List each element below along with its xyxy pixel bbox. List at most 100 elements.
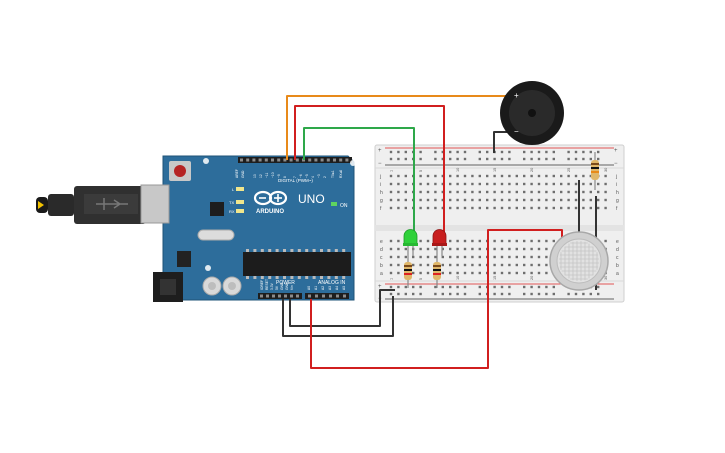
col-label-5: 5: [419, 170, 423, 172]
digital-pin-label-d5: ~5: [305, 174, 309, 178]
wire-red-led: [294, 105, 445, 238]
col-label-15-bottom: 15: [493, 276, 497, 280]
header-pin[interactable]: [289, 158, 293, 162]
buzzer-minus-label: −: [514, 127, 519, 136]
analog-pin[interactable]: [329, 294, 332, 298]
row-label-i-right: i: [616, 182, 617, 188]
row-label-d: d: [380, 247, 383, 253]
header-pin[interactable]: [295, 158, 299, 162]
wire-black-gnd-2: [289, 289, 395, 327]
resistor-2: [433, 256, 441, 288]
header-pin[interactable]: [283, 158, 287, 162]
header-pin[interactable]: [339, 158, 343, 162]
row-label-j-right: j: [615, 174, 617, 180]
col-label-30: 30: [604, 168, 608, 172]
power-pin[interactable]: [260, 294, 263, 298]
row-label-f: f: [380, 206, 382, 212]
digital-pin-label-d7: 7: [293, 176, 297, 178]
row-label-e-right: e: [616, 239, 619, 245]
digital-pin-label-aref: AREF: [235, 169, 239, 178]
header-pin[interactable]: [320, 158, 324, 162]
digital-pin-label-d10: ~10: [271, 172, 275, 178]
row-label-h-right: h: [616, 190, 619, 196]
analog-pin[interactable]: [315, 294, 318, 298]
header-pin[interactable]: [277, 158, 281, 162]
pin-label-a2: A2: [321, 286, 325, 290]
digital-pin-label-tx1: TX▸1: [331, 170, 335, 178]
rail-plus-label-top: +: [378, 148, 382, 154]
digital-pin-label-d4: 4: [311, 176, 315, 178]
row-label-j: j: [379, 174, 381, 180]
pin-label-reset: RESET: [265, 279, 269, 290]
on-label: ON: [340, 203, 348, 209]
resistor-3: [591, 152, 599, 190]
row-label-b: b: [380, 263, 383, 269]
power-pin[interactable]: [278, 294, 281, 298]
analog-header-label: ANALOG IN: [318, 280, 346, 286]
digital-pin-label-d12: 12: [259, 174, 263, 178]
col-label-15: 15: [493, 168, 497, 172]
col-label-20-bottom: 20: [530, 276, 534, 280]
row-label-c-right: c: [616, 255, 619, 261]
row-label-f-right: f: [616, 206, 618, 212]
atmega-chip: [243, 252, 351, 276]
digital-pin-label-gnd: GND: [241, 170, 245, 178]
buzzer-plus-label: +: [514, 91, 519, 100]
analog-pin[interactable]: [308, 294, 311, 298]
analog-pin[interactable]: [343, 294, 346, 298]
digital-pin-label-d13: 13: [253, 174, 257, 178]
rail-plus-label-bottom: +: [378, 284, 382, 290]
row-label-g-right: g: [616, 198, 619, 204]
power-pin[interactable]: [296, 294, 299, 298]
header-pin[interactable]: [271, 158, 274, 162]
pin-label-ioref: IOREF: [260, 280, 264, 290]
arduino-logo-text: ARDUINO: [256, 209, 284, 215]
header-pin[interactable]: [264, 158, 268, 162]
power-pin[interactable]: [284, 294, 287, 298]
rx-led-label: RX: [229, 209, 235, 214]
rail-minus-label-top-right: −: [614, 161, 618, 167]
pin-label-a1: A1: [314, 286, 318, 290]
header-pin[interactable]: [314, 158, 318, 162]
pin-label-5v: 5V: [275, 285, 279, 290]
rail-plus-label-top-right: +: [614, 148, 618, 154]
col-label-1: 1: [390, 170, 394, 172]
header-pin[interactable]: [333, 158, 336, 162]
col-label-10: 10: [456, 168, 460, 172]
digital-pin-label-d9: ~9: [277, 174, 281, 178]
pin-label-a0: A0: [307, 286, 311, 290]
l-led-label: L: [232, 187, 235, 192]
power-pin[interactable]: [266, 294, 269, 298]
row-label-i: i: [380, 182, 381, 188]
header-pin[interactable]: [252, 158, 256, 162]
row-label-d-right: d: [616, 247, 619, 253]
row-label-a: a: [380, 271, 383, 277]
header-pin[interactable]: [258, 158, 262, 162]
wire-black-gnd-1: [282, 296, 394, 337]
pin-label-3v3: 3.3V: [270, 282, 274, 290]
wire-orange-buzzer-plus: [286, 95, 512, 160]
power-header-label: POWER: [276, 280, 295, 286]
analog-pin[interactable]: [322, 294, 325, 298]
analog-pin[interactable]: [336, 294, 339, 298]
row-label-b-right: b: [616, 263, 619, 269]
col-label-1-bottom: 1: [390, 278, 394, 280]
header-pin[interactable]: [345, 158, 349, 162]
digital-header-label: DIGITAL (PWM~): [278, 178, 313, 183]
col-label-20: 20: [530, 168, 534, 172]
gas-sensor: [549, 231, 609, 291]
power-pin[interactable]: [290, 294, 293, 298]
header-pin[interactable]: [326, 158, 330, 162]
uno-model-label: UNO: [298, 192, 325, 206]
digital-pin-label-rx0: RX◂0: [339, 170, 343, 178]
resistor-1: [404, 256, 412, 288]
pin-label-gnd-1: GND: [280, 282, 284, 290]
header-pin[interactable]: [246, 158, 250, 162]
header-pin[interactable]: [308, 158, 312, 162]
header-pin[interactable]: [240, 158, 243, 162]
power-pin[interactable]: [272, 294, 275, 298]
led-green: [403, 229, 418, 256]
pin-label-gnd-2: GND: [285, 282, 289, 290]
